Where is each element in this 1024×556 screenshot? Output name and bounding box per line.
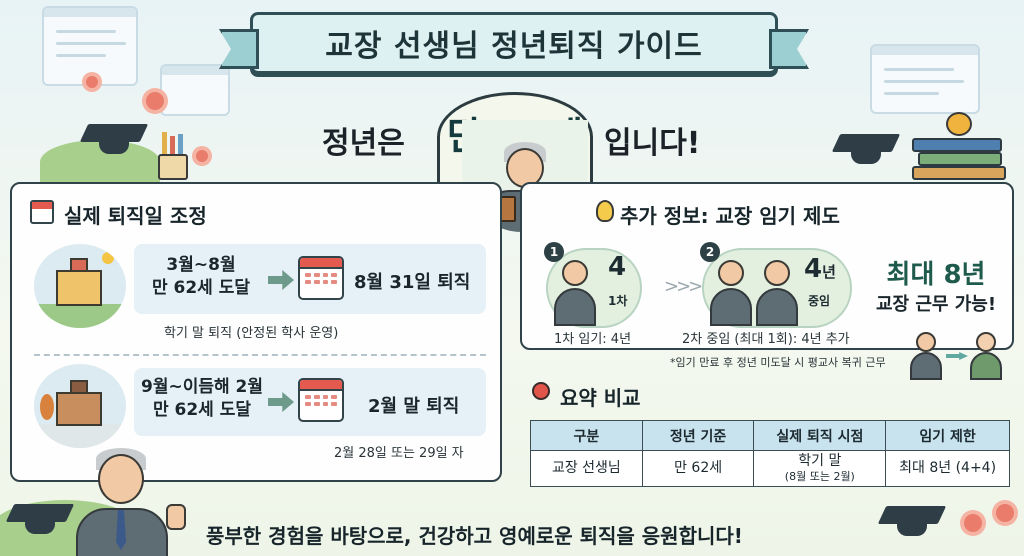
case-summer-condition: 3월~8월 만 62세 도달 bbox=[134, 254, 268, 300]
pushpin-icon bbox=[532, 382, 550, 400]
title-banner: 교장 선생님 정년퇴직 가이드 bbox=[219, 12, 809, 74]
retirement-adjustment-panel: 실제 퇴직일 조정 3월~8월 만 62세 도달 8월 31일 퇴직 학기 말 … bbox=[10, 182, 502, 482]
page-title: 교장 선생님 정년퇴직 가이드 bbox=[325, 29, 703, 64]
summary-header-cell: 실제 퇴직 시점 bbox=[753, 420, 887, 451]
summary-age-cell: 만 62세 bbox=[641, 450, 755, 487]
term-system-panel: 추가 정보: 교장 임기 제도 1 4 1차 1차 임기: 4년 >>> 2 4… bbox=[520, 182, 1014, 350]
summary-title: 요약 비교 bbox=[560, 386, 641, 410]
retirement-adjustment-title: 실제 퇴직일 조정 bbox=[64, 204, 207, 228]
summary-header-cell: 정년 기준 bbox=[641, 420, 755, 451]
max-term-years: 최대 8년 bbox=[886, 260, 986, 290]
first-term-card bbox=[546, 248, 642, 328]
second-term-years-group: 4년 bbox=[804, 254, 836, 284]
case-winter-note: 2월 28일 또는 29일 자 bbox=[334, 446, 464, 461]
case-winter-age: 만 62세 도달 bbox=[152, 400, 252, 420]
school-winter-icon bbox=[34, 364, 126, 448]
background-window-decoration bbox=[870, 44, 980, 114]
summary-category-cell: 교장 선생님 bbox=[530, 450, 643, 487]
flower-icon bbox=[86, 76, 98, 88]
second-term-caption: 2차 중임 (최대 1회): 4년 추가 bbox=[682, 332, 850, 347]
summary-timing-sub: (8월 또는 2월) bbox=[784, 469, 855, 483]
case-summer-note: 학기 말 퇴직 (안정된 학사 운영) bbox=[164, 326, 339, 341]
flower-icon bbox=[146, 92, 164, 110]
chevron-right-icon: >>> bbox=[664, 276, 703, 297]
case-summer-months: 3월~8월 bbox=[166, 255, 236, 275]
case-winter-result: 2월 말 퇴직 bbox=[368, 396, 460, 417]
graduation-cap-icon bbox=[5, 504, 75, 534]
thumbs-up-principal-illustration bbox=[70, 448, 190, 556]
background-window-decoration bbox=[160, 64, 230, 116]
first-term-caption: 1차 임기: 4년 bbox=[554, 332, 632, 347]
case-winter-condition: 9월~이듬해 2월 만 62세 도달 bbox=[122, 376, 282, 422]
max-term-note: 교장 근무 가능! bbox=[875, 294, 997, 315]
summary-timing-main: 학기 말 bbox=[798, 452, 842, 469]
graduation-cap-icon bbox=[831, 134, 901, 164]
calendar-icon bbox=[30, 200, 54, 224]
flower-icon bbox=[964, 514, 982, 532]
first-term-years: 4 bbox=[608, 252, 627, 282]
books-apple-icon bbox=[912, 112, 1008, 180]
first-term-label: 1차 bbox=[608, 294, 628, 308]
second-term-number: 2 bbox=[700, 242, 720, 262]
summary-timing-cell: 학기 말 (8월 또는 2월) bbox=[753, 450, 887, 487]
flower-icon bbox=[996, 504, 1014, 522]
graduation-cap-icon bbox=[877, 506, 947, 536]
case-summer-result: 8월 31일 퇴직 bbox=[354, 272, 471, 293]
term-footnote: *임기 만료 후 정년 미도달 시 평교사 복귀 근무 bbox=[670, 356, 886, 369]
summary-header-cell: 임기 제한 bbox=[885, 420, 1010, 451]
lightbulb-icon bbox=[596, 200, 614, 222]
second-term-years-unit: 년 bbox=[822, 263, 836, 281]
calendar-icon bbox=[298, 256, 344, 300]
pencil-cup-icon bbox=[158, 132, 188, 180]
summary-header-cell: 구분 bbox=[530, 420, 643, 451]
headline-prefix: 정년은 bbox=[322, 126, 405, 161]
case-summer-age: 만 62세 도달 bbox=[151, 278, 251, 298]
summary-header-row: 구분 정년 기준 실제 퇴직 시점 임기 제한 bbox=[530, 420, 1010, 451]
second-term-years: 4 bbox=[804, 254, 823, 284]
first-term-number: 1 bbox=[544, 242, 564, 262]
case-winter-months: 9월~이듬해 2월 bbox=[140, 377, 264, 397]
section-divider bbox=[34, 354, 486, 356]
second-term-label: 중임 bbox=[808, 294, 831, 308]
school-summer-icon bbox=[34, 244, 126, 328]
summary-table: 구분 정년 기준 실제 퇴직 시점 임기 제한 교장 선생님 만 62세 학기 … bbox=[530, 420, 1010, 487]
calendar-icon bbox=[298, 378, 344, 422]
bottom-message: 풍부한 경험을 바탕으로, 건강하고 영예로운 퇴직을 응원합니다! bbox=[206, 524, 743, 548]
summary-term-limit-cell: 최대 8년 (4+4) bbox=[885, 450, 1010, 487]
flower-icon bbox=[196, 150, 208, 162]
background-window-decoration bbox=[42, 6, 138, 86]
table-row: 교장 선생님 만 62세 학기 말 (8월 또는 2월) 최대 8년 (4+4) bbox=[530, 450, 1010, 487]
headline-suffix: 입니다! bbox=[604, 126, 701, 161]
graduation-cap-icon bbox=[79, 124, 149, 154]
term-system-title: 추가 정보: 교장 임기 제도 bbox=[620, 204, 840, 228]
return-to-teacher-illustration bbox=[906, 330, 1016, 380]
second-term-card bbox=[702, 248, 852, 328]
